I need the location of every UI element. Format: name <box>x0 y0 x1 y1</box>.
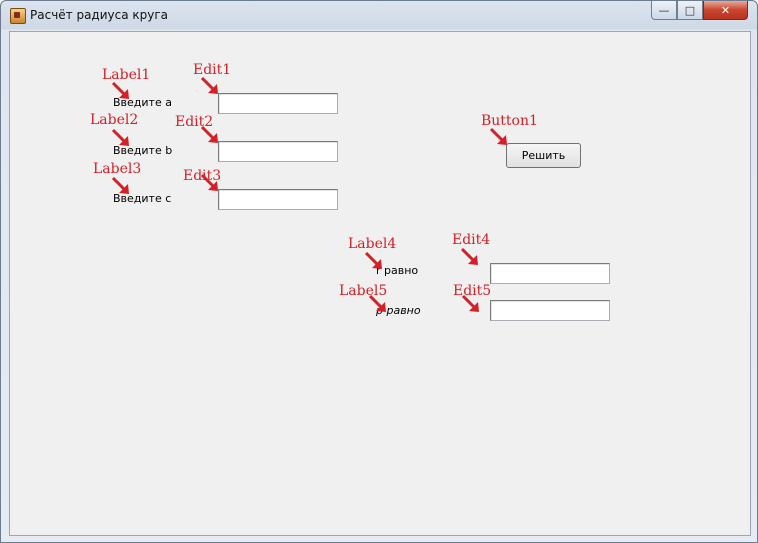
annotation-label5: Label5 <box>339 283 388 299</box>
edit-r-output[interactable] <box>490 263 610 284</box>
edit-b-input[interactable] <box>218 141 338 162</box>
label-p: р равно <box>376 304 421 317</box>
form-client-area: Введите а Введите b Введите с Решить r р… <box>9 31 751 536</box>
annotation-label4: Label4 <box>348 236 397 252</box>
annotation-arrow-icon <box>200 76 222 98</box>
annotation-arrow-icon <box>460 247 482 269</box>
annotation-arrow-icon <box>461 294 483 316</box>
annotation-arrow-icon <box>200 173 222 195</box>
annotation-arrow-icon <box>111 176 133 198</box>
annotation-arrow-icon <box>200 125 222 147</box>
annotation-edit1: Edit1 <box>193 62 232 78</box>
minimize-icon: — <box>658 3 670 17</box>
edit-c-input[interactable] <box>218 189 338 210</box>
maximize-icon: □ <box>684 3 696 17</box>
solve-button[interactable]: Решить <box>506 143 581 168</box>
title-bar[interactable]: Расчёт радиуса круга — □ ✕ <box>1 1 757 30</box>
label-a: Введите а <box>113 96 172 109</box>
annotation-button1: Button1 <box>481 113 538 129</box>
label-r: r равно <box>376 264 419 277</box>
annotation-arrow-icon <box>111 81 133 103</box>
annotation-label3: Label3 <box>93 161 142 177</box>
annotation-arrow-icon <box>111 128 133 150</box>
label-c: Введите с <box>113 192 172 205</box>
edit-p-output[interactable] <box>490 300 610 321</box>
annotation-edit5: Edit5 <box>453 283 492 299</box>
maximize-button[interactable]: □ <box>677 1 703 20</box>
close-button[interactable]: ✕ <box>703 1 748 20</box>
app-icon[interactable] <box>10 8 26 24</box>
close-icon: ✕ <box>720 3 731 17</box>
annotation-edit2: Edit2 <box>175 114 214 130</box>
minimize-button[interactable]: — <box>651 1 677 20</box>
annotation-arrow-icon <box>489 127 511 149</box>
annotation-label2: Label2 <box>90 112 139 128</box>
annotation-edit4: Edit4 <box>452 232 491 248</box>
annotation-arrow-icon <box>368 294 390 316</box>
label-b: Введите b <box>113 144 173 157</box>
annotation-arrow-icon <box>364 251 386 273</box>
window-title: Расчёт радиуса круга <box>30 8 169 22</box>
annotation-label1: Label1 <box>102 67 151 83</box>
edit-a-input[interactable] <box>218 93 338 114</box>
